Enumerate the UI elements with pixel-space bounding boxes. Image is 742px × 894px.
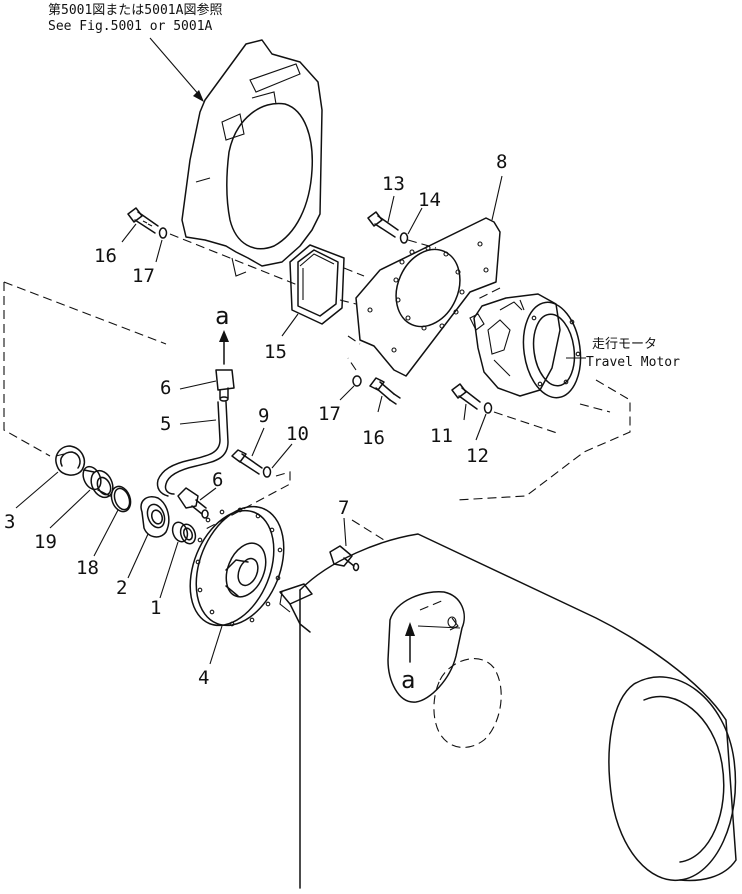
marker-a-drum-arrow (405, 622, 415, 663)
callout-12: 12 (466, 445, 489, 467)
callout-16-middle: 16 (362, 427, 385, 449)
callout-7: 7 (338, 497, 349, 519)
gasket-15 (289, 244, 345, 325)
callout-2: 2 (116, 577, 127, 599)
drum (279, 533, 737, 889)
washer-17-upper (158, 227, 168, 239)
bearing-2 (140, 496, 170, 538)
fitting-6-upper (215, 369, 235, 402)
callout-18: 18 (76, 557, 99, 579)
marker-a-drum: a (401, 666, 415, 694)
frame-plate (181, 39, 323, 277)
drum-bracket (387, 591, 465, 703)
callout-3: 3 (4, 511, 15, 533)
callout-14: 14 (418, 189, 441, 211)
travel-motor-label-en: Travel Motor (586, 355, 680, 370)
bolt-9 (231, 449, 263, 475)
callout-6-upper: 6 (160, 377, 171, 399)
alignment-lines (3, 233, 631, 541)
o-ring-18 (110, 485, 132, 513)
callout-10: 10 (286, 423, 309, 445)
washer-17-middle (352, 375, 362, 387)
callout-11: 11 (430, 425, 453, 447)
callout-8: 8 (496, 151, 507, 173)
bolt-16-upper (127, 207, 159, 234)
reference-leader-arrow (149, 37, 204, 102)
callout-1: 1 (150, 597, 161, 619)
callout-15: 15 (264, 341, 287, 363)
callout-4: 4 (198, 667, 209, 689)
washer-12 (483, 402, 493, 414)
hub-bolt-holes (195, 507, 283, 627)
fitting-6-lower (177, 487, 209, 519)
washer-10 (262, 466, 272, 478)
hub-4 (189, 505, 285, 627)
callout-5: 5 (160, 413, 171, 435)
plate-8 (355, 217, 501, 377)
callouts: 1 2 3 4 5 6 6 7 8 9 10 11 12 13 14 15 16… (4, 151, 507, 689)
snap-ring-3 (55, 445, 86, 476)
marker-a-upper: a (215, 302, 229, 330)
callout-9: 9 (258, 405, 269, 427)
motor-flange-holes (531, 315, 581, 387)
callout-6-lower: 6 (212, 469, 223, 491)
bolt-13 (367, 211, 399, 238)
marker-a-upper-arrow (219, 330, 229, 365)
sleeve-19 (82, 465, 114, 499)
travel-motor (469, 293, 582, 399)
callout-13: 13 (382, 173, 405, 195)
pipe-5 (156, 401, 229, 497)
callout-19: 19 (34, 531, 57, 553)
drum-hidden-opening (433, 658, 502, 748)
bolt-11 (451, 383, 481, 410)
washer-14 (399, 232, 409, 244)
bushing-1 (171, 521, 197, 545)
reference-note-en: See Fig.5001 or 5001A (48, 19, 213, 34)
travel-motor-label-jp: 走行モータ (592, 337, 657, 352)
grease-fitting-7 (329, 545, 360, 572)
leader-lines (15, 175, 586, 665)
plate-bolt-holes (367, 241, 489, 353)
reference-note-jp: 第5001図または5001A図参照 (48, 2, 222, 18)
callout-16-upper: 16 (94, 245, 117, 267)
callout-17-upper: 17 (132, 265, 155, 287)
bolt-16-middle (369, 377, 401, 405)
callout-17-middle: 17 (318, 403, 341, 425)
